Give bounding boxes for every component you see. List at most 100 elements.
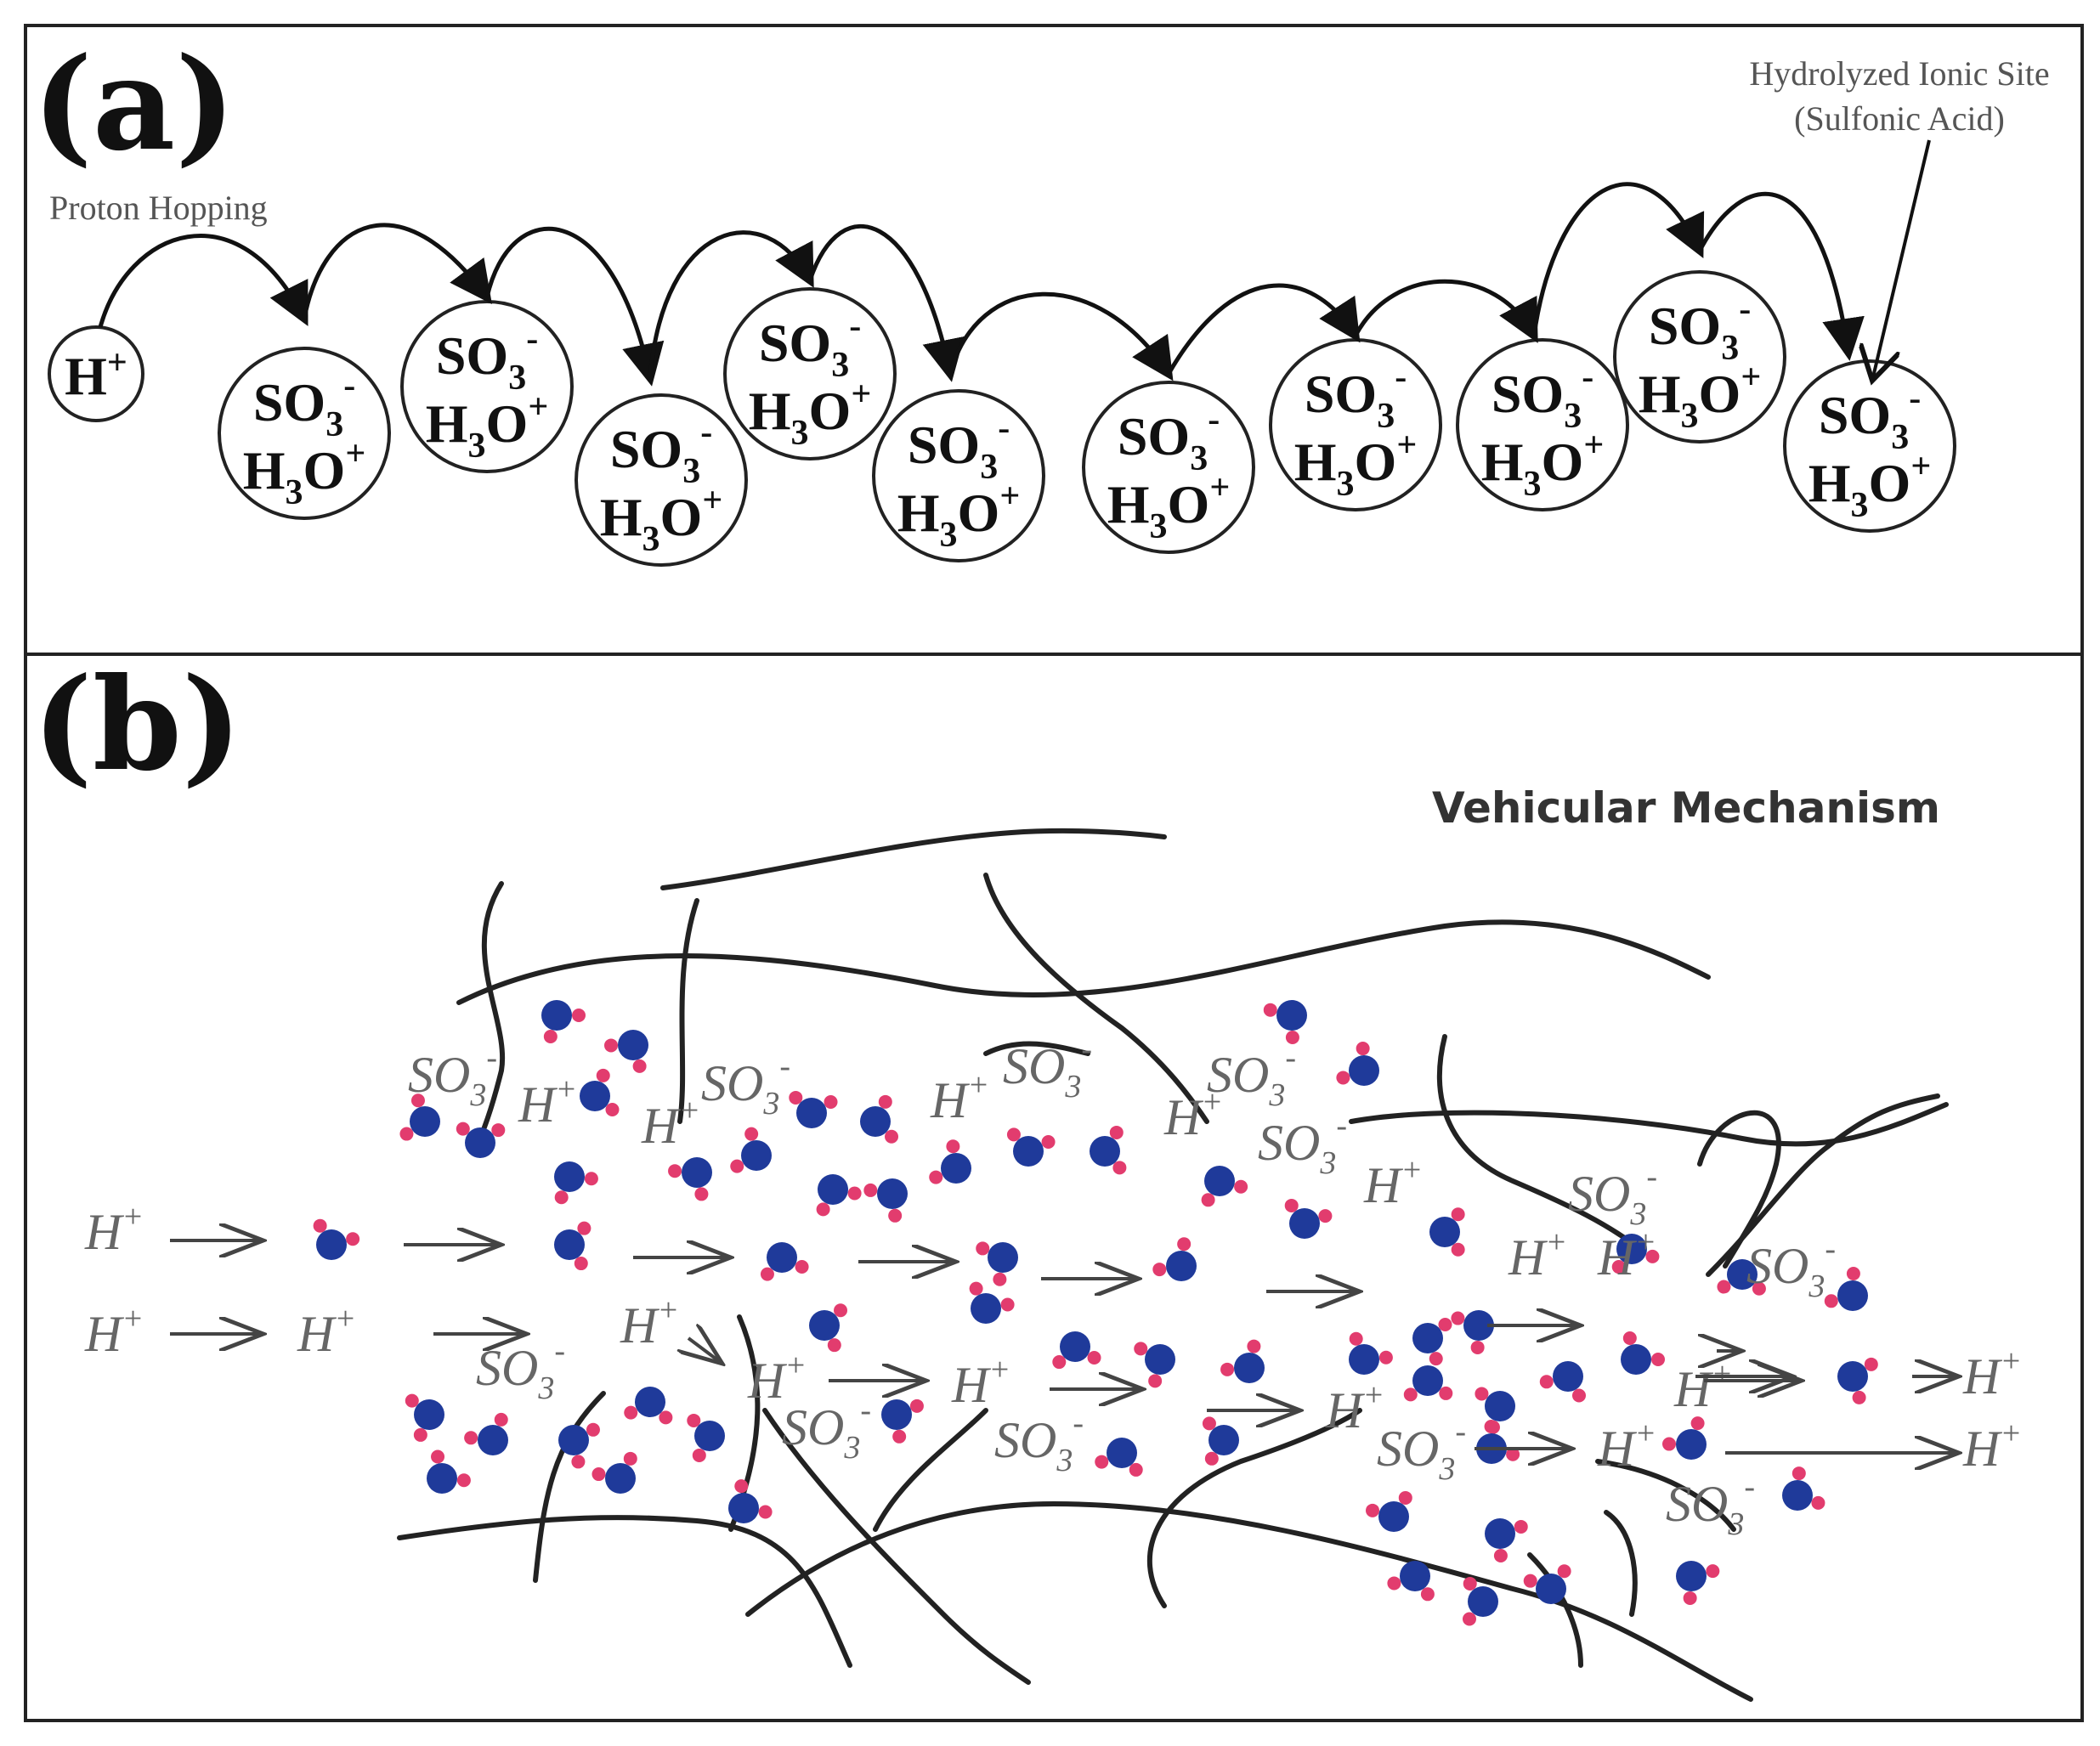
water-molecule xyxy=(1485,1518,1528,1562)
hop-arrow-4 xyxy=(648,230,814,379)
proton-label: H+ xyxy=(747,1348,807,1409)
sulfonate-site-1: SO3-H3O+ xyxy=(218,347,391,520)
water-molecule xyxy=(1202,1416,1239,1466)
proton-label: H+ xyxy=(1597,1224,1656,1285)
sulfonate-site-7: SO3-H3O+ xyxy=(1269,338,1442,511)
proton-label: H+ xyxy=(1962,1343,2022,1404)
water-molecule xyxy=(760,1242,809,1281)
hopping-arrows xyxy=(98,182,1865,387)
sulfonate-site-10: SO3-H3O+ xyxy=(1783,359,1956,533)
water-molecule xyxy=(1429,1207,1465,1257)
svg-text:H3O+: H3O+ xyxy=(1294,426,1418,504)
sulfonate-label: SO3- xyxy=(1377,1414,1466,1487)
svg-text:H3O+: H3O+ xyxy=(749,375,872,453)
svg-text:H3O+: H3O+ xyxy=(1808,447,1932,525)
water-molecule xyxy=(1263,1000,1307,1044)
sulfonate-site-9: SO3-H3O+ xyxy=(1613,270,1786,444)
hop-arrow-2 xyxy=(302,223,492,319)
svg-text:SO3-: SO3- xyxy=(1118,400,1220,478)
water-molecule xyxy=(860,1094,899,1144)
svg-text:H3O+: H3O+ xyxy=(1107,468,1231,546)
proton-label: H+ xyxy=(641,1093,700,1154)
hydrolyzed-site-label: Hydrolyzed Ionic Site xyxy=(1749,54,2049,93)
water-molecule xyxy=(405,1393,444,1442)
water-molecule xyxy=(1387,1561,1435,1602)
water-molecule xyxy=(624,1387,673,1425)
water-molecule xyxy=(456,1122,506,1158)
water-molecule xyxy=(1412,1317,1452,1366)
water-molecule xyxy=(969,1281,1015,1324)
hydrolyzed-site-pointer xyxy=(1872,139,1931,381)
panel-b: (b) Vehicular Mechanism H+H+H+H+H+H xyxy=(32,650,2022,1702)
svg-text:H3O+: H3O+ xyxy=(426,387,549,466)
water-molecule xyxy=(464,1412,508,1455)
sulfonate-label: SO3- xyxy=(994,1405,1084,1478)
water-molecule xyxy=(1462,1576,1498,1626)
svg-text:H+: H+ xyxy=(65,343,127,406)
proton-label: H+ xyxy=(620,1292,679,1353)
polymer-chains xyxy=(397,828,1949,1702)
water-molecule xyxy=(604,1030,648,1073)
water-molecule xyxy=(592,1451,637,1494)
water-molecule xyxy=(313,1218,360,1260)
sulfonate-label: SO3- xyxy=(1258,1108,1347,1181)
water-molecule xyxy=(1090,1125,1127,1175)
sulfonate-sites: SO3-H3O+SO3-H3O+SO3-H3O+SO3-H3O+SO3-H3O+… xyxy=(218,270,1956,567)
transport-arrow xyxy=(688,1338,722,1364)
water-molecule xyxy=(976,1241,1018,1286)
water-molecule xyxy=(399,1093,440,1141)
water-molecule xyxy=(1284,1198,1333,1239)
sulfonate-label: SO3- xyxy=(1207,1040,1296,1113)
proton-label: H+ xyxy=(1962,1415,2022,1477)
hop-arrow-5 xyxy=(807,223,965,382)
svg-text:H3O+: H3O+ xyxy=(600,481,723,559)
sulfonate-site-2: SO3-H3O+ xyxy=(400,300,574,473)
hop-arrow-1 xyxy=(98,234,308,328)
proton-label: H+ xyxy=(951,1352,1010,1413)
water-molecule xyxy=(1336,1042,1379,1086)
svg-text:H3O+: H3O+ xyxy=(897,477,1021,555)
proton-bubble: H+ xyxy=(48,325,144,422)
water-molecule xyxy=(1611,1234,1660,1274)
water-molecule xyxy=(427,1449,471,1494)
water-molecule xyxy=(1052,1331,1101,1370)
water-molecule xyxy=(1349,1331,1393,1375)
sulfonate-site-3: SO3-H3O+ xyxy=(575,393,748,567)
sulfonate-site-6: SO3-H3O+ xyxy=(1082,381,1255,554)
hop-arrow-8 xyxy=(1353,279,1538,343)
svg-text:SO3-: SO3- xyxy=(759,307,861,385)
water-molecule xyxy=(1220,1339,1265,1383)
water-molecule xyxy=(1006,1127,1056,1167)
svg-text:SO3-: SO3- xyxy=(1819,379,1921,457)
svg-text:SO3-: SO3- xyxy=(908,409,1010,487)
proton-label: H+ xyxy=(84,1199,144,1260)
svg-text:H3O+: H3O+ xyxy=(1639,358,1762,436)
vehicular-mechanism-title: Vehicular Mechanism xyxy=(1432,783,1940,833)
sulfonate-site-8: SO3-H3O+ xyxy=(1456,338,1629,511)
water-molecule xyxy=(1134,1342,1175,1388)
water-molecule xyxy=(1366,1490,1412,1532)
water-molecule xyxy=(816,1174,862,1217)
svg-text:SO3-: SO3- xyxy=(436,319,538,398)
water-molecule xyxy=(929,1139,971,1184)
hop-arrow-10 xyxy=(1697,191,1865,361)
hop-arrow-6 xyxy=(948,291,1174,381)
water-molecule xyxy=(730,1127,772,1173)
water-molecule xyxy=(1539,1361,1586,1403)
sulfonate-label: SO3- xyxy=(782,1393,871,1466)
water-molecule xyxy=(687,1413,725,1462)
hop-arrow-3 xyxy=(484,226,665,387)
sulfonic-acid-label: (Sulfonic Acid) xyxy=(1794,99,2005,138)
svg-text:SO3-: SO3- xyxy=(1305,358,1407,436)
proton-label: H+ xyxy=(1325,1377,1384,1438)
panel-b-frame xyxy=(24,653,2084,1722)
water-molecule xyxy=(554,1221,592,1271)
water-molecule xyxy=(881,1398,924,1444)
panel-a-label: (a) xyxy=(32,30,235,179)
water-molecule xyxy=(1824,1267,1868,1311)
water-molecule xyxy=(1621,1331,1665,1375)
panel-a: (a) Proton Hopping Hydrolyzed Ionic Site… xyxy=(32,30,2050,567)
proton-label: H+ xyxy=(1673,1356,1733,1417)
sulfonate-site-5: SO3-H3O+ xyxy=(872,389,1045,562)
svg-text:H3O+: H3O+ xyxy=(243,434,366,512)
